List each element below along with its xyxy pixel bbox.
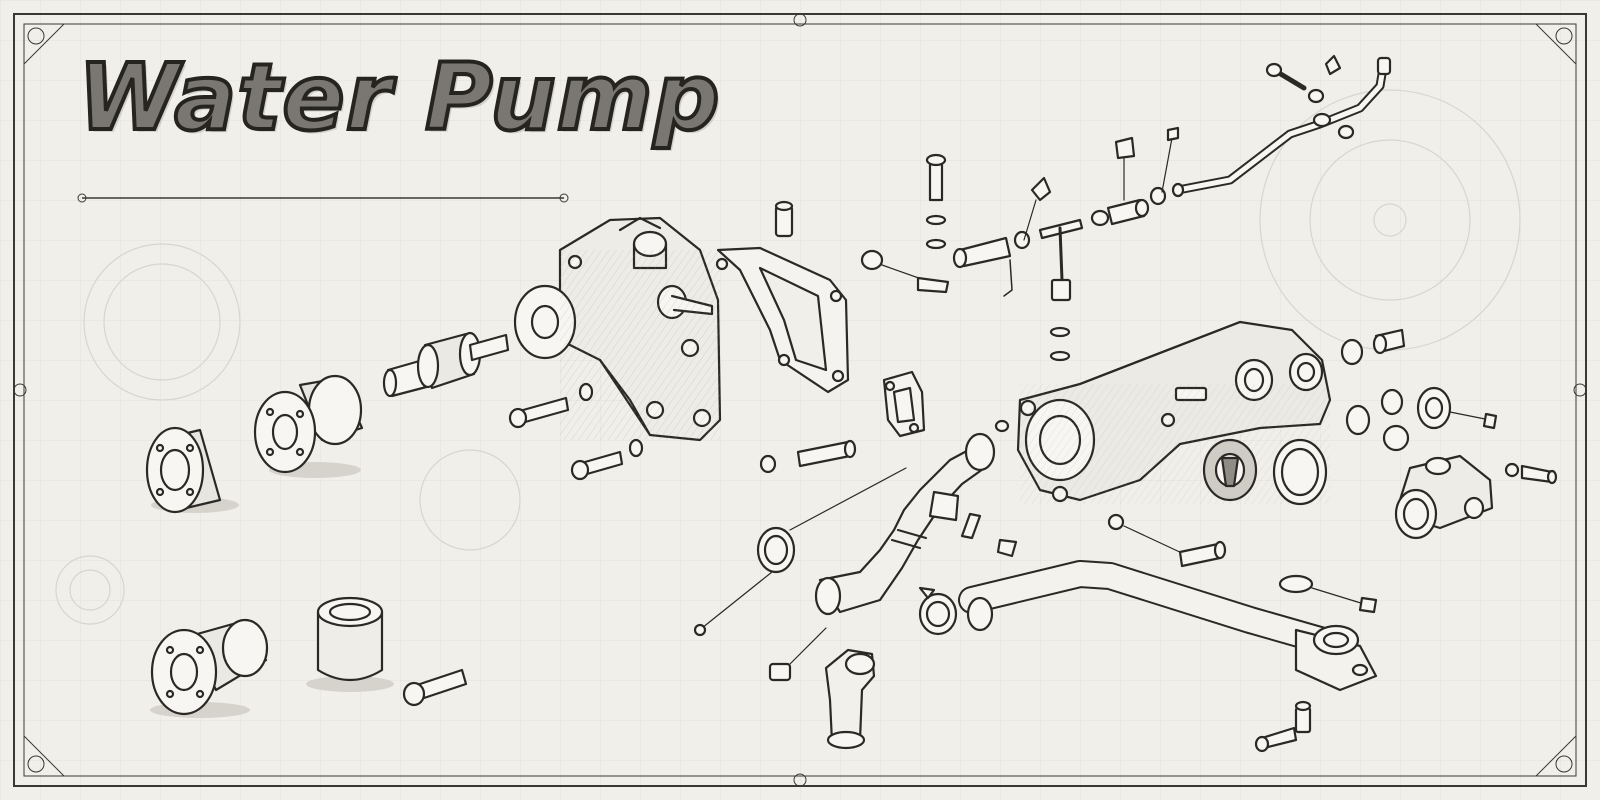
background-construction-lines	[55, 89, 1521, 625]
pipe-icon	[1171, 54, 1392, 198]
title-underline	[77, 193, 569, 203]
elbow-icon	[824, 648, 876, 750]
bolt-icon	[860, 153, 1052, 297]
pump-housing-icon	[513, 216, 722, 442]
manifold-icon	[1016, 320, 1332, 504]
bolt-icon	[1340, 328, 1498, 452]
gasket-icon	[715, 246, 850, 394]
elbow-icon	[1394, 454, 1558, 540]
bushing-icon	[306, 596, 394, 692]
pulley-icon	[150, 618, 269, 718]
pipe-icon	[958, 560, 1378, 692]
bolt-icon	[508, 382, 857, 481]
seal-icon	[1272, 438, 1328, 506]
hub-icon	[253, 374, 364, 478]
pulley-icon	[145, 426, 239, 514]
clamp-icon	[693, 467, 1018, 682]
bolt-icon	[402, 668, 468, 707]
border-frame	[13, 13, 1587, 787]
thermostat-icon	[1202, 438, 1258, 502]
plug-icon	[774, 200, 794, 238]
shaft-icon	[382, 331, 510, 398]
hose-icon	[814, 419, 1010, 616]
page-title: Water Pump	[76, 44, 721, 151]
gasket-icon	[882, 370, 926, 438]
connector-icon	[1038, 218, 1084, 362]
bolt-icon	[1107, 513, 1378, 753]
tube-icon	[1090, 126, 1180, 227]
